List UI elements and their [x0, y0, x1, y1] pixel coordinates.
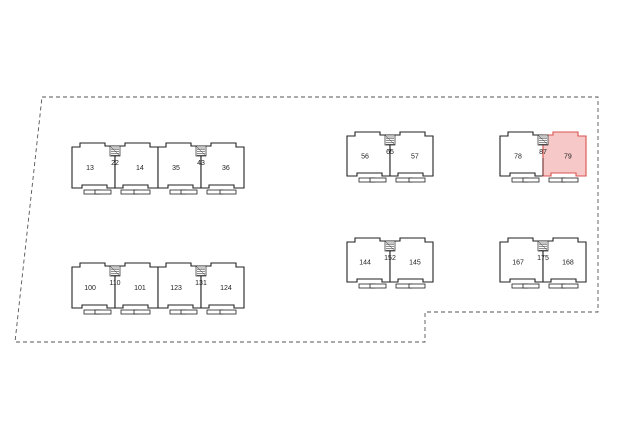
- unit-number-label: 35: [172, 165, 180, 172]
- balcony: [94, 189, 112, 195]
- balcony: [219, 309, 237, 315]
- stair-diagonal: [384, 134, 396, 146]
- balcony: [408, 283, 426, 289]
- apartment-unit[interactable]: [200, 142, 245, 189]
- site-boundary: [14, 96, 599, 343]
- building-block: 144 145 152: [346, 237, 434, 289]
- stair-number-label: 43: [197, 160, 205, 167]
- stair-number-label: 152: [384, 255, 396, 262]
- stair-number-label: 175: [537, 255, 549, 262]
- stair-diagonal: [195, 265, 207, 277]
- stair-number-label: 87: [539, 149, 547, 156]
- building-block: 13 14 22: [71, 142, 159, 195]
- unit-number-label: 101: [134, 285, 146, 292]
- stair-diagonal: [109, 145, 121, 157]
- stair-number-label: 110: [109, 280, 120, 287]
- balcony: [180, 309, 198, 315]
- balcony: [180, 189, 198, 195]
- apartment-unit[interactable]: [389, 131, 434, 177]
- unit-number-label: 145: [409, 259, 421, 266]
- balcony: [561, 177, 579, 183]
- unit-number-label: 123: [170, 285, 182, 292]
- stair-number-label: 65: [386, 149, 394, 156]
- building-block: 56 57 65: [346, 131, 434, 183]
- stair-diagonal: [537, 134, 549, 146]
- balcony: [522, 283, 540, 289]
- building-block: 100 101 110: [71, 262, 159, 315]
- balcony: [369, 177, 387, 183]
- stair-number-label: 131: [195, 280, 207, 287]
- apartment-unit[interactable]: [542, 237, 587, 283]
- building-block: 123 124 131: [157, 262, 245, 315]
- balcony: [133, 189, 151, 195]
- balcony: [561, 283, 579, 289]
- unit-number-label: 124: [220, 285, 232, 292]
- balcony: [369, 283, 387, 289]
- stair-diagonal: [195, 145, 207, 157]
- apartment-unit[interactable]: [542, 131, 587, 177]
- unit-number-label: 144: [359, 259, 371, 266]
- unit-number-label: 79: [564, 153, 572, 160]
- unit-number-label: 13: [86, 165, 94, 172]
- balcony: [219, 189, 237, 195]
- unit-number-label: 78: [514, 153, 522, 160]
- stair-diagonal: [537, 240, 549, 252]
- unit-number-label: 100: [84, 285, 96, 292]
- balcony: [408, 177, 426, 183]
- building-block: 78 79 87: [499, 131, 587, 183]
- unit-number-label: 14: [136, 165, 144, 172]
- unit-number-label: 167: [512, 259, 524, 266]
- building-block: 167 168 175: [499, 237, 587, 289]
- building-block: 35 36 43: [157, 142, 245, 195]
- apartment-unit[interactable]: [389, 237, 434, 283]
- unit-number-label: 56: [361, 153, 369, 160]
- balcony: [522, 177, 540, 183]
- balcony: [94, 309, 112, 315]
- apartment-unit[interactable]: [200, 262, 245, 309]
- unit-number-label: 36: [222, 165, 230, 172]
- unit-number-label: 57: [411, 153, 419, 160]
- stair-number-label: 22: [111, 160, 119, 167]
- balcony: [133, 309, 151, 315]
- unit-number-label: 168: [562, 259, 574, 266]
- stair-diagonal: [384, 240, 396, 252]
- stair-diagonal: [109, 265, 121, 277]
